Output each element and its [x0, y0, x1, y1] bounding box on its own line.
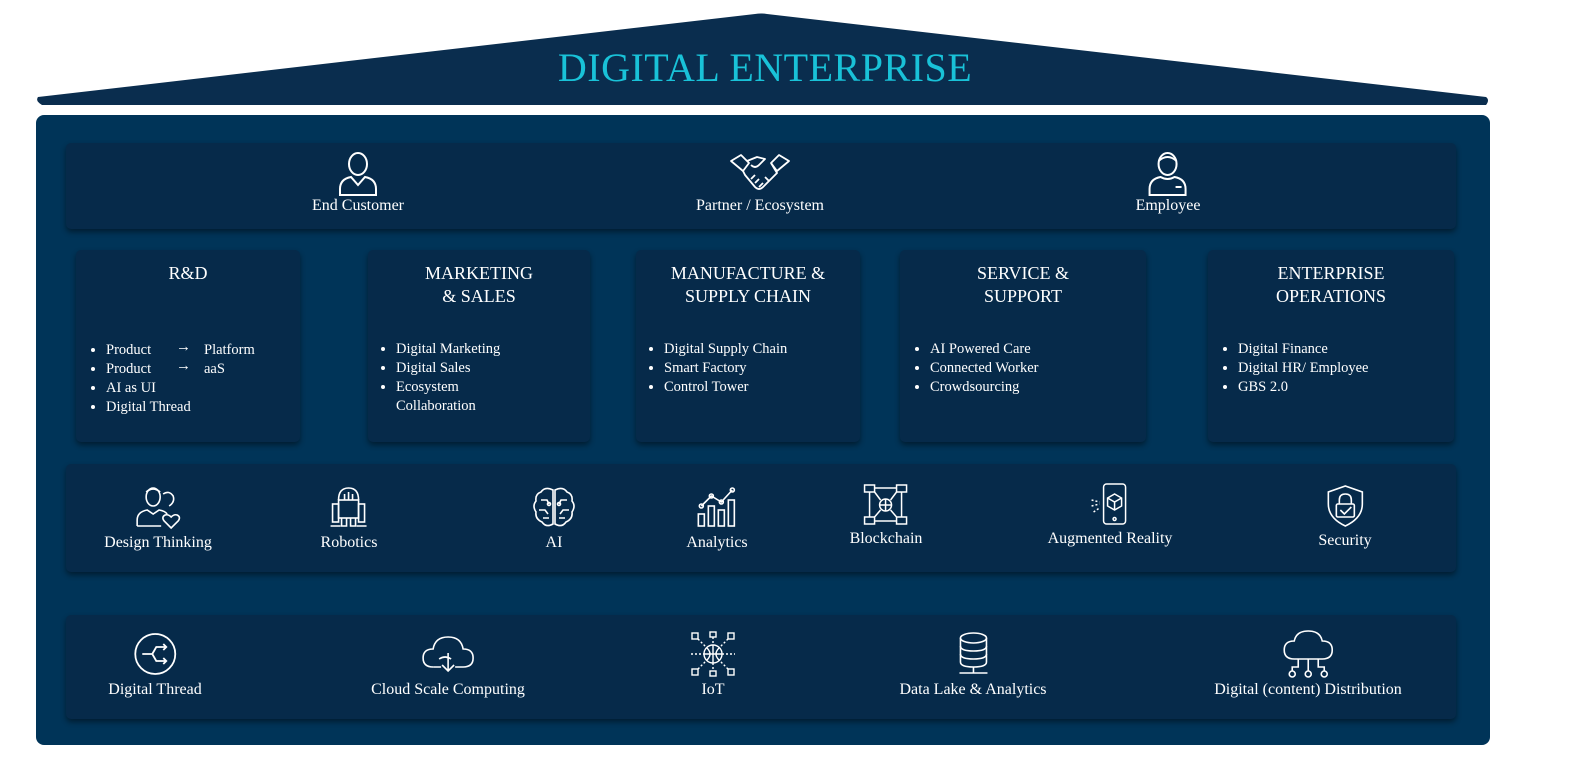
persona-label: End Customer [312, 197, 404, 214]
foundation-cloud: Cloud Scale Computing [371, 631, 525, 699]
list-item: Product [106, 341, 191, 360]
list-item: Digital HR/ Employee [1238, 359, 1368, 378]
card-title: SERVICE & SUPPORT [976, 263, 1070, 306]
foundations-band: Digital Thread Cloud Scale Computing IoT [66, 615, 1456, 719]
list-item: Collaboration [396, 398, 476, 414]
tech-label: Design Thinking [104, 534, 212, 551]
database-icon [959, 632, 987, 674]
card-list: AI Powered Care Connected Worker Crowdso… [910, 340, 1039, 397]
card-marketing-sales: MARKETING & SALES Digital Marketing Digi… [368, 250, 590, 442]
foundation-label: IoT [701, 681, 725, 698]
tech-ai: AI [531, 484, 577, 552]
arrow-right-icon: → [176, 339, 191, 355]
list-item: Digital Finance [1238, 340, 1368, 359]
employee-icon [1149, 152, 1187, 196]
persona-employee: Employee [1135, 149, 1201, 215]
list-item: Crowdsourcing [930, 378, 1039, 397]
digital-thread-icon [134, 633, 176, 675]
enterprise-house: End Customer Partner / Ecosystem Employe… [36, 115, 1490, 745]
foundation-iot: IoT [690, 631, 736, 699]
persona-label: Employee [1135, 197, 1201, 214]
shield-lock-icon [1327, 485, 1363, 527]
card-title: ENTERPRISE OPERATIONS [1275, 263, 1386, 306]
foundation-digital-thread: Digital Thread [108, 631, 202, 699]
tech-label: Analytics [686, 534, 748, 551]
card-list: Digital Supply Chain Smart Factory Contr… [644, 340, 787, 397]
foundation-content-distribution: Digital (content) Distribution [1214, 629, 1402, 699]
card-enterprise-operations: ENTERPRISE OPERATIONS Digital Finance Di… [1208, 250, 1454, 442]
list-item: Ecosystem [396, 378, 500, 397]
persona-partner: Partner / Ecosystem [696, 149, 824, 215]
foundation-label: Digital (content) Distribution [1214, 681, 1402, 698]
tech-design-thinking: Design Thinking [104, 484, 212, 552]
brain-icon [533, 487, 575, 527]
robot-icon [330, 487, 367, 527]
list-item: Digital Supply Chain [664, 340, 787, 359]
tech-label: Robotics [320, 534, 378, 551]
list-item: Control Tower [664, 378, 787, 397]
roof-shape [37, 13, 1489, 105]
list-item: GBS 2.0 [1238, 378, 1368, 397]
design-thinking-icon [136, 487, 181, 530]
tech-robotics: Robotics [320, 484, 378, 552]
foundation-label: Cloud Scale Computing [371, 681, 525, 698]
tech-label: AI [545, 534, 563, 551]
person-icon [339, 152, 377, 196]
card-title: MARKETING & SALES [425, 263, 533, 306]
card-manufacture-supply-chain: MANUFACTURE & SUPPLY CHAIN Digital Suppl… [636, 250, 860, 442]
foundation-label: Data Lake & Analytics [899, 681, 1047, 698]
arrow-target: Platform [204, 342, 255, 358]
list-item: Digital Thread [106, 398, 191, 417]
list-item: AI as UI [106, 379, 191, 398]
list-item: Digital Marketing [396, 340, 500, 359]
list-item: Product [106, 360, 191, 379]
list-item: Digital Sales [396, 359, 500, 378]
card-list: Digital Marketing Digital Sales Ecosyste… [376, 340, 500, 416]
analytics-chart-icon [697, 487, 735, 527]
card-list: Digital Finance Digital HR/ Employee GBS… [1218, 340, 1368, 397]
tech-label: Augmented Reality [1047, 530, 1173, 547]
list-item: Smart Factory [664, 359, 787, 378]
persona-label: Partner / Ecosystem [696, 197, 824, 214]
arrow-target: aaS [204, 361, 225, 377]
foundation-label: Digital Thread [108, 681, 202, 698]
ar-phone-icon [1091, 483, 1127, 525]
arrow-right-icon: → [176, 358, 191, 374]
foundation-data-lake: Data Lake & Analytics [899, 631, 1047, 699]
tech-augmented-reality: Augmented Reality [1047, 482, 1173, 548]
card-service-support: SERVICE & SUPPORT AI Powered Care Connec… [900, 250, 1146, 442]
tech-blockchain: Blockchain [849, 482, 923, 548]
handshake-icon [730, 154, 790, 190]
tech-label: Security [1318, 532, 1372, 549]
tech-label: Blockchain [849, 530, 923, 547]
iot-globe-icon [691, 631, 735, 677]
card-title: MANUFACTURE & SUPPLY CHAIN [670, 263, 826, 306]
technologies-band: Design Thinking Robotics AI [66, 464, 1456, 572]
cloud-distribution-icon [1283, 630, 1333, 678]
card-title: R&D [168, 263, 208, 283]
cloud-icon [422, 636, 474, 673]
tech-analytics: Analytics [686, 484, 748, 552]
card-list: Product Product AI as UI Digital Thread [86, 341, 191, 417]
persona-end-customer: End Customer [312, 149, 404, 215]
page-title: DIGITAL ENTERPRISE [557, 45, 973, 90]
personas-band: End Customer Partner / Ecosystem Employe… [66, 143, 1456, 229]
list-item: AI Powered Care [930, 340, 1039, 359]
tech-security: Security [1318, 484, 1372, 550]
list-item: Connected Worker [930, 359, 1039, 378]
blockchain-network-icon [864, 484, 908, 525]
card-rd: R&D Product Product AI as UI Digital Thr… [76, 250, 300, 442]
